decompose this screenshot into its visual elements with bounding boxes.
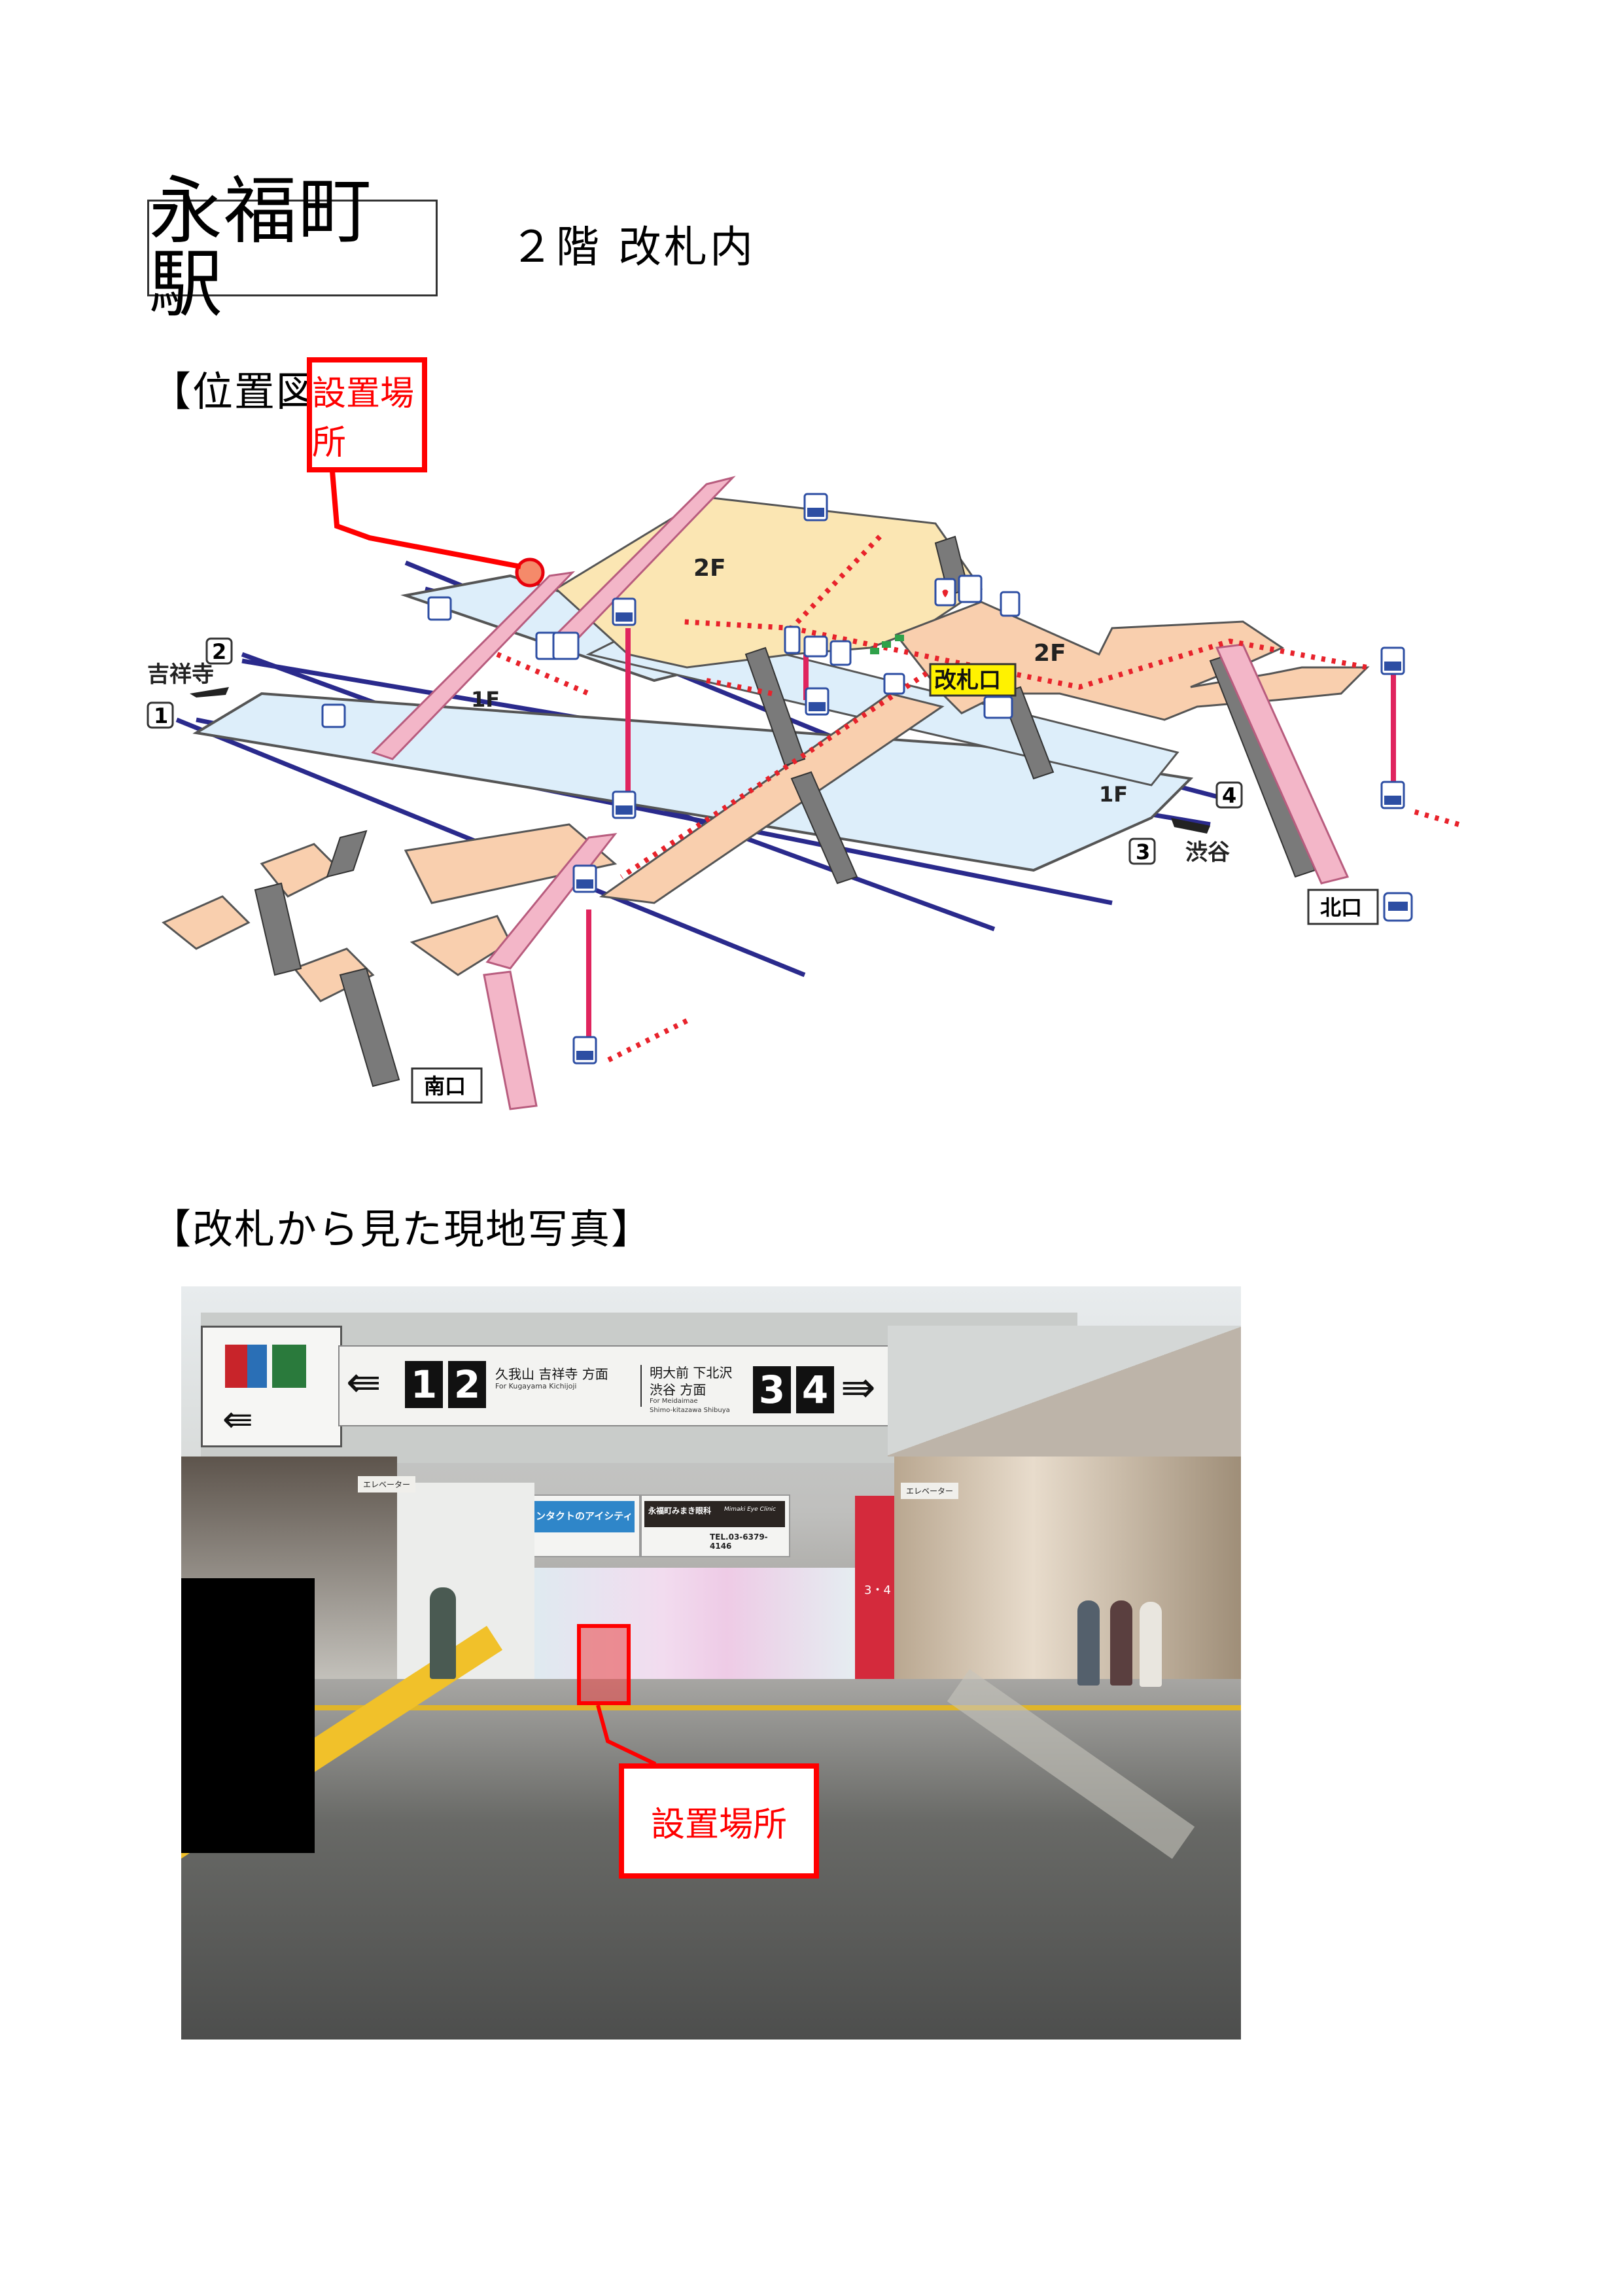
svg-text:改札口: 改札口	[934, 667, 1001, 694]
floor-label-2f-right: 2F	[1034, 640, 1066, 667]
svg-text:2: 2	[212, 639, 226, 664]
site-photo: ⇚ ⇚ 1 2 久我山 吉祥寺 方面 For Kugayama Kichijoj…	[181, 1286, 1241, 2040]
washbasin-icon	[321, 703, 346, 728]
aed-heart	[942, 590, 949, 597]
direction-shibuya: 渋谷	[1185, 839, 1230, 866]
floor-subtitle: ２階 改札内	[510, 222, 756, 272]
platform-numbers: 2 1 3 4	[147, 637, 1243, 865]
right-destination-jp-1: 明大前 下北沢	[650, 1365, 733, 1381]
walkway-north	[894, 601, 1370, 721]
photo-section-label: 【改札から見た現地写真】	[150, 1205, 654, 1253]
facility-sign: ⇚	[201, 1326, 342, 1447]
svg-text:南口: 南口	[424, 1074, 466, 1099]
ic-card-icon	[883, 673, 905, 695]
map-installation-callout: 設置場所	[307, 357, 427, 472]
escalators	[371, 476, 1350, 1110]
atm-icon	[803, 635, 828, 658]
walkway-south	[599, 692, 945, 904]
platform-direction-sign: ⇚ 1 2 久我山 吉祥寺 方面 For Kugayama Kichijoji …	[338, 1345, 890, 1426]
installation-site-highlight	[577, 1624, 631, 1705]
male-restroom-icon	[247, 1345, 267, 1388]
phone-icon	[784, 626, 801, 654]
floor-label-1f-left: 1F	[471, 687, 500, 712]
right-destination-en-2: Shimo-kitazawa Shibuya	[650, 1407, 730, 1414]
ticket-gates	[870, 635, 904, 654]
washroom-icon	[1000, 591, 1021, 617]
platform-number-4: 4	[796, 1366, 834, 1413]
south-exit-label	[411, 1067, 483, 1104]
redacted-block	[181, 1578, 315, 1853]
right-destination-jp-2: 渋谷 方面	[650, 1382, 707, 1398]
floor-label-1f-right: 1F	[1099, 782, 1128, 807]
right-arrow-icon: ⇛	[841, 1364, 876, 1412]
svg-text:4: 4	[1222, 783, 1236, 808]
wheelchair-icon	[552, 631, 580, 660]
red-pillar: 3・4	[855, 1496, 894, 1692]
photo-installation-callout: 設置場所	[619, 1763, 819, 1879]
female-restroom-icon	[225, 1345, 247, 1388]
left-destination-jp: 久我山 吉祥寺 方面	[495, 1366, 608, 1382]
elevator-sign-left: エレベーター	[358, 1476, 416, 1492]
person	[1140, 1602, 1162, 1687]
ad-mimaki-eye-clinic: 永福町みまき眼科 Mimaki Eye Clinic TEL.03-6379-4…	[640, 1494, 790, 1557]
installation-site-marker	[515, 557, 545, 588]
platform-lower	[192, 692, 1194, 872]
station-title: 永福町駅	[147, 175, 438, 321]
right-destination-en-1: For Meidaimae	[650, 1398, 698, 1405]
person	[430, 1587, 456, 1679]
platform-number-1: 1	[405, 1361, 443, 1408]
person	[1077, 1600, 1100, 1686]
elevator-sign-right: エレベーター	[901, 1483, 959, 1499]
ticket-gate-label	[929, 663, 1017, 697]
station-map: 2F 2F 1F 1F 2 1 3 4 吉祥寺 渋谷 改札口 北口 南口	[147, 470, 1460, 1110]
svg-text:1: 1	[154, 703, 168, 728]
platform-number-3: 3	[753, 1366, 791, 1413]
direction-kichijoji: 吉祥寺	[147, 662, 214, 688]
left-arrow-icon: ⇚	[222, 1398, 253, 1441]
left-destination-en: For Kugayama Kichijoji	[495, 1382, 577, 1390]
elevator-shafts	[586, 628, 1396, 1047]
left-arrow-icon: ⇚	[346, 1358, 381, 1407]
floor-label-2f: 2F	[693, 555, 726, 582]
north-exit-label	[1307, 889, 1379, 925]
station-office-icon	[958, 574, 983, 603]
washbasin-icon	[427, 596, 452, 621]
svg-text:北口: 北口	[1320, 895, 1362, 920]
tactile-strip-horizontal	[181, 1705, 1241, 1710]
wheelchair-icon	[272, 1345, 306, 1388]
route-paths	[496, 535, 1460, 1063]
stairs	[254, 535, 1316, 1087]
svg-text:3: 3	[1136, 839, 1150, 864]
person	[1110, 1600, 1132, 1686]
ticket-icon	[829, 640, 852, 666]
platform-number-2: 2	[448, 1361, 486, 1408]
atm-icon	[983, 696, 1013, 719]
